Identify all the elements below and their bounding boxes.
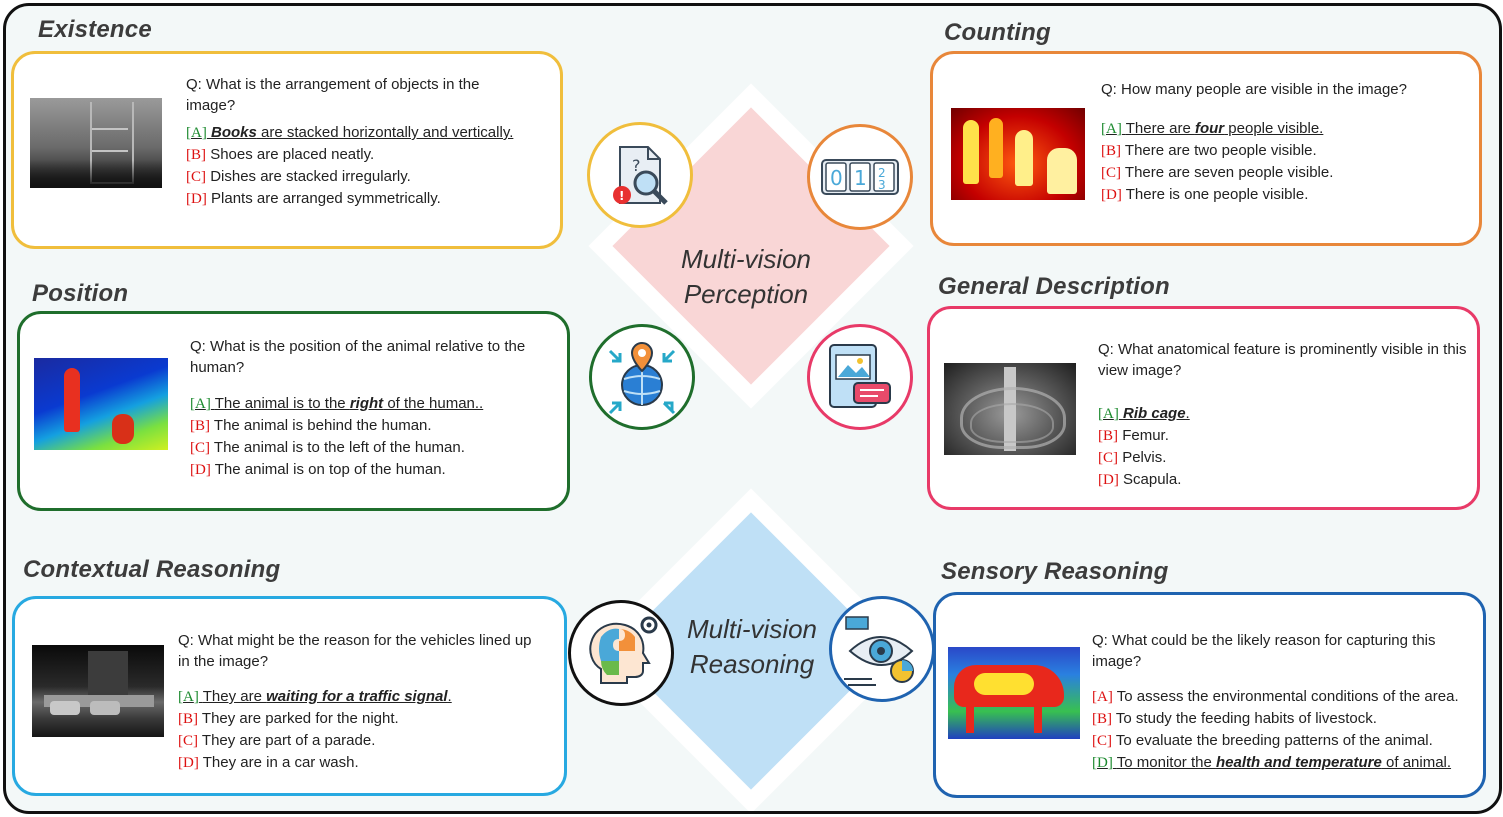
head-puzzle-icon [568,600,674,706]
counting-option-d: [D] There is one people visible. [1101,186,1309,203]
counting-question: Q: How many people are visible in the im… [1101,81,1407,98]
existence-card: Q: What is the arrangement of objects in… [11,51,563,249]
position-thermal-image [34,358,168,450]
contextual-reasoning-options: [A] They are waiting for a traffic signa… [178,686,452,774]
figure-frame: Multi-vision Perception Multi-vision Rea… [3,3,1502,814]
perception-label-line2: Perception [683,279,809,309]
existence-thermal-image [30,98,162,188]
general-description-title: General Description [938,273,1170,300]
sensory-reasoning-option-a: [A] To assess the environmental conditio… [1092,688,1459,705]
existence-options: [A] Books are stacked horizontally and v… [186,122,513,210]
sensory-reasoning-title: Sensory Reasoning [941,558,1169,585]
document-search-icon: ? ! [587,122,693,228]
counting-thermal-image [951,108,1085,200]
contextual-reasoning-option-c: [C] They are part of a parade. [178,732,376,749]
existence-title: Existence [38,16,152,43]
position-card: Q: What is the position of the animal re… [17,311,570,511]
existence-option-b: [B] Shoes are placed neatly. [186,146,375,163]
general-description-options: [A] Rib cage. [B] Femur. [C] Pelvis. [D]… [1098,403,1190,491]
position-option-c: [C] The animal is to the left of the hum… [190,439,465,456]
counting-option-b: [B] There are two people visible. [1101,142,1317,159]
globe-location-icon [589,324,695,430]
perception-label: Multi-vision Perception [646,242,846,312]
general-description-card: Q: What anatomical feature is prominentl… [927,306,1480,510]
reasoning-label-line2: Reasoning [689,649,815,679]
sensory-reasoning-question: Q: What could be the likely reason for c… [1092,632,1436,670]
contextual-reasoning-option-b: [B] They are parked for the night. [178,710,399,727]
svg-text:!: ! [619,189,624,203]
general-description-option-c: [C] Pelvis. [1098,449,1167,466]
contextual-reasoning-title: Contextual Reasoning [23,556,281,583]
existence-option-a: [A] Books are stacked horizontally and v… [186,124,514,141]
existence-option-d: [D] Plants are arranged symmetrically. [186,190,441,207]
svg-text:2: 2 [878,166,886,180]
sensory-thermal-image [948,647,1080,739]
counting-option-a: [A] There are four people visible. [1101,120,1324,137]
svg-text:1: 1 [854,166,867,190]
svg-text:0: 0 [830,166,843,190]
contextual-reasoning-option-a: [A] They are waiting for a traffic signa… [178,688,452,705]
position-option-b: [B] The animal is behind the human. [190,417,432,434]
contextual-thermal-image [32,645,164,737]
counting-options: [A] There are four people visible. [B] T… [1101,118,1333,206]
contextual-reasoning-card: Q: What might be the reason for the vehi… [12,596,567,796]
eye-sensor-icon [829,596,935,702]
general-description-question: Q: What anatomical feature is prominentl… [1098,341,1467,379]
sensory-reasoning-card: Q: What could be the likely reason for c… [933,592,1486,798]
image-chat-icon [807,324,913,430]
sensory-reasoning-option-d: [D] To monitor the health and temperatur… [1092,754,1452,771]
reasoning-label: Multi-vision Reasoning [652,612,852,682]
position-options: [A] The animal is to the right of the hu… [190,393,483,481]
reasoning-label-line1: Multi-vision [686,614,818,644]
sensory-reasoning-option-b: [B] To study the feeding habits of lives… [1092,710,1377,727]
existence-option-c: [C] Dishes are stacked irregularly. [186,168,411,185]
position-option-a: [A] The animal is to the right of the hu… [190,395,484,412]
existence-question: Q: What is the arrangement of objects in… [186,76,480,114]
svg-text:3: 3 [878,178,886,192]
counter-digits-icon: 0 1 2 3 [807,124,913,230]
contextual-reasoning-question: Q: What might be the reason for the vehi… [178,632,532,670]
position-question: Q: What is the position of the animal re… [190,338,526,376]
svg-text:?: ? [632,156,641,175]
sensory-reasoning-options: [A] To assess the environmental conditio… [1092,686,1459,774]
counting-option-c: [C] There are seven people visible. [1101,164,1334,181]
position-option-d: [D] The animal is on top of the human. [190,461,446,478]
perception-label-line1: Multi-vision [680,244,812,274]
sensory-reasoning-option-c: [C] To evaluate the breeding patterns of… [1092,732,1433,749]
general-description-option-d: [D] Scapula. [1098,471,1182,488]
position-title: Position [32,280,129,307]
counting-title: Counting [944,19,1051,46]
general-description-option-b: [B] Femur. [1098,427,1169,444]
contextual-reasoning-option-d: [D] They are in a car wash. [178,754,359,771]
general-description-option-a: [A] Rib cage. [1098,405,1190,422]
counting-card: Q: How many people are visible in the im… [930,51,1482,246]
xray-image [944,363,1076,455]
